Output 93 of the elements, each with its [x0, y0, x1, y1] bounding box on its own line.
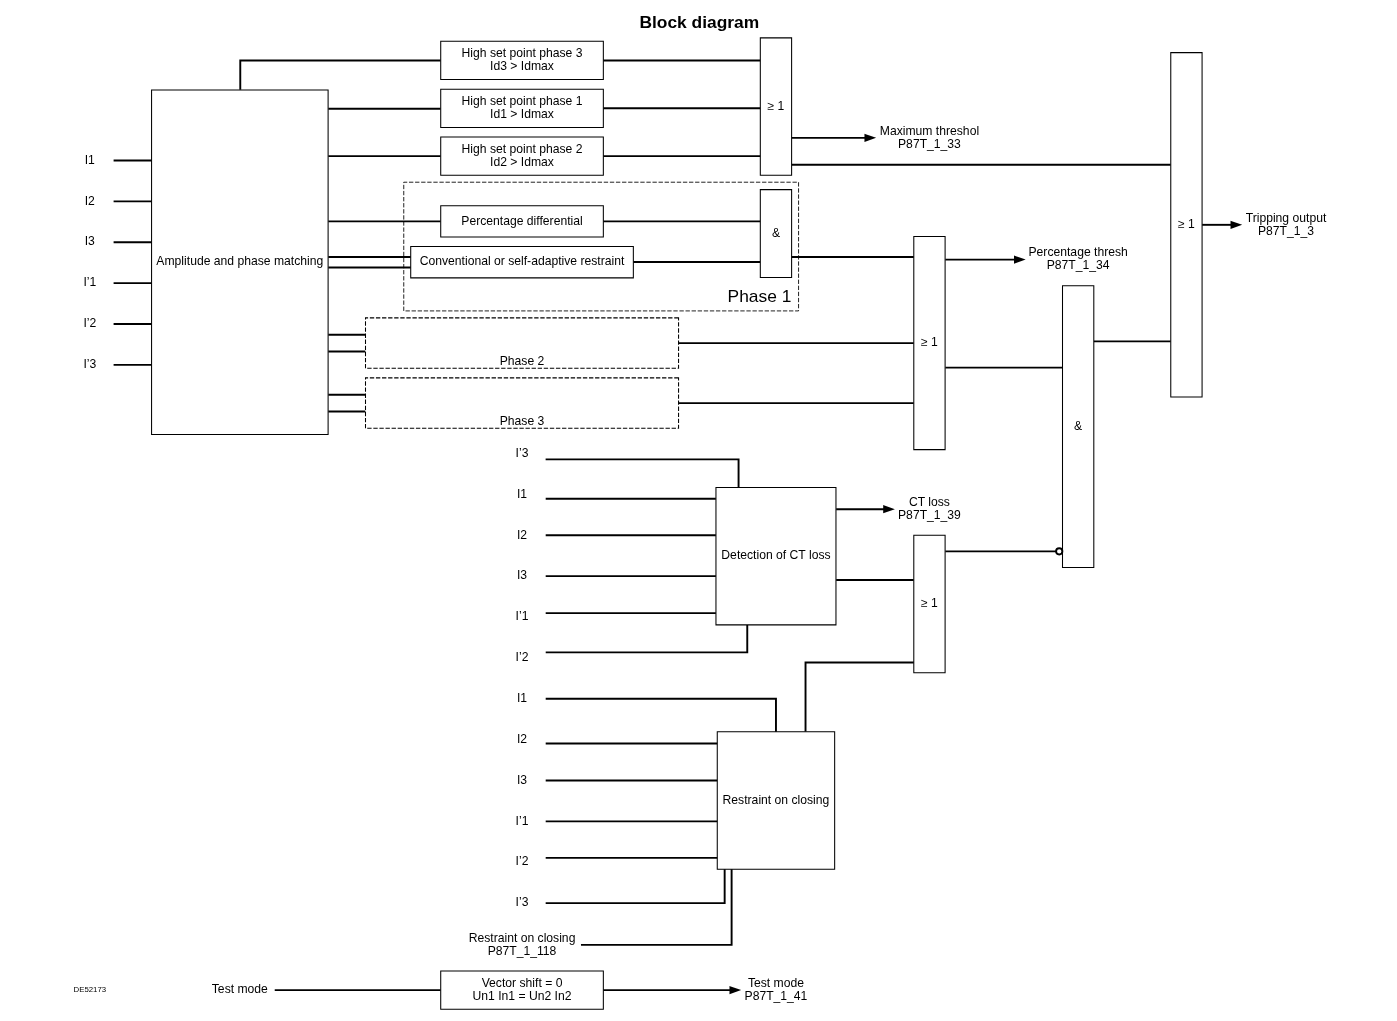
connector	[601, 155, 761, 158]
connector	[1092, 340, 1172, 343]
arrow	[790, 133, 876, 142]
connector	[326, 220, 441, 223]
node-text: CT loss P87T_1_39	[897, 494, 961, 522]
node-box: ≥ 1	[1169, 52, 1203, 398]
connector	[601, 220, 761, 223]
connector	[834, 579, 915, 582]
node-box: Vector shift = 0 Un1 In1 = Un2 In2	[439, 970, 604, 1010]
node-text: I3	[516, 568, 527, 583]
node-box: High set point phase 2 Id2 > Idmax	[439, 136, 604, 176]
connector	[790, 163, 1172, 166]
node-text: Test mode	[211, 982, 268, 997]
node-box: Percentage differential	[439, 205, 604, 238]
node-box: Restraint on closing	[716, 731, 835, 870]
connector	[544, 779, 718, 782]
connector	[579, 868, 733, 946]
connector	[544, 697, 777, 733]
connector	[601, 107, 761, 110]
node-text: I’2	[515, 854, 528, 869]
node-text: I’1	[515, 813, 528, 828]
connector	[238, 59, 441, 91]
connector	[326, 107, 441, 110]
connector	[544, 742, 718, 745]
connector	[112, 200, 152, 203]
node-text: I1	[84, 152, 95, 167]
node-text: I’3	[515, 445, 528, 460]
node-text: I2	[516, 731, 527, 746]
connector	[677, 402, 915, 405]
connector	[601, 59, 761, 62]
node-box: Phase 3	[364, 377, 679, 429]
node-text: Tripping output P87T_1_3	[1245, 210, 1326, 238]
node-box: ≥ 1	[912, 236, 946, 451]
connector	[544, 497, 717, 500]
node-text: I2	[84, 193, 95, 208]
node-text: I3	[516, 772, 527, 787]
arrow	[834, 505, 895, 514]
connector	[326, 256, 412, 258]
node-box: Phase 2	[364, 317, 679, 369]
connector	[326, 333, 366, 336]
node-box: Detection of CT loss	[714, 486, 836, 626]
connector	[790, 256, 915, 258]
connector	[326, 350, 366, 353]
label: DE52173	[73, 985, 106, 995]
connector	[943, 547, 1063, 556]
connector	[326, 155, 441, 158]
connector	[112, 363, 152, 366]
node-box: ≥ 1	[759, 37, 792, 176]
node-box: &	[1061, 285, 1094, 568]
connector	[112, 159, 152, 162]
connector	[326, 410, 366, 413]
node-text: I’3	[515, 895, 528, 910]
diagram-title: Block diagram	[638, 12, 759, 33]
connector	[326, 266, 412, 269]
connector	[943, 366, 1063, 369]
arrow	[1200, 220, 1242, 229]
arrow	[943, 255, 1026, 264]
connector	[273, 989, 441, 992]
node-text: Test mode P87T_1_41	[744, 975, 807, 1003]
node-box: Amplitude and phase matching	[150, 89, 329, 435]
connector	[544, 534, 717, 537]
node-box: Conventional or self-adaptive restraint	[409, 246, 634, 279]
node-text: I’2	[515, 650, 528, 665]
connector	[112, 323, 152, 325]
node-text: I1	[516, 690, 527, 705]
node-text: I2	[516, 527, 527, 542]
connector	[677, 342, 915, 345]
connector	[544, 575, 717, 578]
node-text: I1	[516, 486, 527, 501]
connector	[544, 856, 718, 859]
connector	[544, 458, 740, 489]
node-text: I’2	[82, 316, 96, 331]
node-text: Percentage thresh P87T_1_34	[1027, 245, 1128, 273]
connector	[544, 820, 718, 823]
connector	[631, 261, 761, 263]
connector	[804, 661, 915, 733]
node-box: High set point phase 3 Id3 > Idmax	[439, 40, 604, 81]
connector	[544, 868, 726, 905]
connector	[112, 241, 152, 244]
node-box: ≥ 1	[912, 534, 946, 674]
node-text: Restraint on closing P87T_1_118	[468, 930, 575, 958]
arrow	[601, 986, 741, 995]
node-text: I’1	[82, 275, 96, 290]
node-text: I’3	[82, 357, 96, 372]
node-box: High set point phase 1 Id1 > Idmax	[439, 88, 604, 128]
node-text: Maximum threshol P87T_1_33	[879, 123, 979, 151]
connector	[326, 393, 366, 396]
node-text: I’1	[515, 609, 528, 624]
node-box: &	[759, 189, 792, 278]
node-text: I3	[84, 234, 95, 249]
connector	[544, 612, 717, 615]
connector	[112, 282, 152, 285]
connector	[544, 624, 748, 654]
